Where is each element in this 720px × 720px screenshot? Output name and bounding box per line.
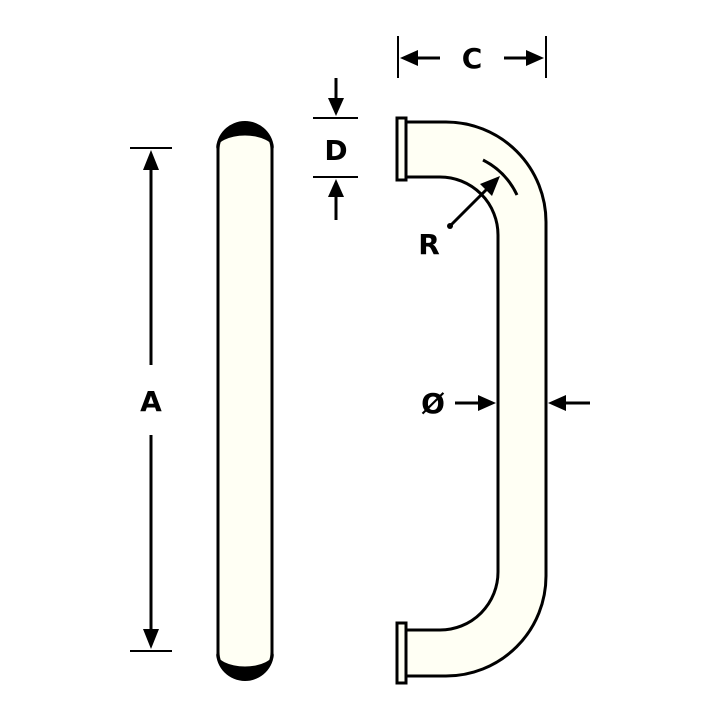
dimension-c-arrow-right bbox=[526, 50, 544, 66]
side-view-bottom-flange bbox=[395, 621, 408, 685]
dimension-d-arrow-top bbox=[328, 98, 344, 116]
dimension-c-label: C bbox=[462, 42, 483, 75]
dimension-d-arrow-bottom bbox=[328, 179, 344, 197]
dimension-diameter: Ø bbox=[421, 387, 590, 420]
radius-leader-line bbox=[448, 186, 490, 228]
diameter-arrow-right bbox=[548, 395, 566, 411]
dimension-c-arrow-left bbox=[400, 50, 418, 66]
side-view-bent-tube bbox=[403, 120, 548, 678]
side-view bbox=[395, 116, 548, 685]
front-view-top-cap bbox=[216, 121, 274, 150]
side-view-top-flange bbox=[395, 116, 408, 182]
radius-arrow bbox=[480, 176, 500, 196]
radius-marker-arc bbox=[482, 158, 519, 196]
dimension-d: D bbox=[313, 78, 358, 220]
dimension-a-label: A bbox=[140, 385, 162, 418]
dimension-a: A bbox=[130, 147, 172, 652]
dimension-c: C bbox=[397, 36, 547, 78]
front-view bbox=[216, 121, 274, 681]
dimension-r: R bbox=[418, 158, 519, 261]
dimension-d-label: D bbox=[324, 134, 347, 167]
radius-center-dot bbox=[447, 223, 453, 229]
dimension-diameter-label: Ø bbox=[421, 387, 445, 420]
front-view-bottom-cap bbox=[216, 652, 274, 681]
dimension-r-label: R bbox=[418, 228, 440, 261]
dimension-a-arrow-top bbox=[143, 150, 159, 170]
diameter-arrow-left bbox=[478, 395, 496, 411]
dimension-a-arrow-bottom bbox=[143, 629, 159, 649]
front-view-bar bbox=[216, 121, 274, 681]
